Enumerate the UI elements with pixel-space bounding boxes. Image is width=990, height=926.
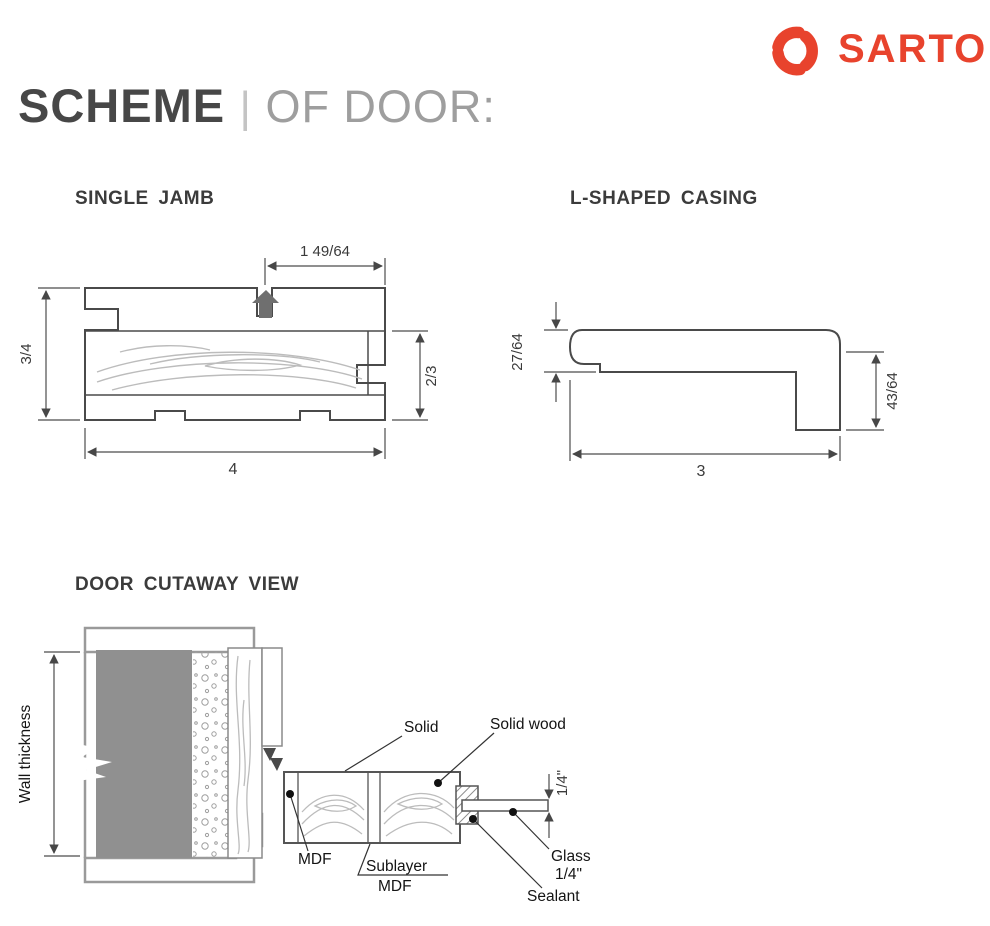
wall-thickness-label: Wall thickness bbox=[17, 705, 34, 804]
title-main: SCHEME bbox=[18, 79, 226, 132]
glass-size-label: 1/4" bbox=[555, 866, 582, 883]
door-stop bbox=[261, 647, 283, 747]
glass-thickness-label: 1/4" bbox=[554, 770, 571, 796]
jamb-profile-outline bbox=[84, 287, 386, 421]
title-divider: | bbox=[239, 83, 251, 132]
wall-break-symbol bbox=[70, 742, 112, 782]
cutaway-heading: DOOR CUTAWAY VIEW bbox=[75, 574, 300, 595]
foam-insulation bbox=[193, 652, 229, 857]
leader-lines bbox=[289, 732, 550, 889]
casing-dim-left-label: 27/64 bbox=[509, 333, 526, 371]
casing-dim-right-label: 43/64 bbox=[884, 372, 901, 410]
wall-section bbox=[96, 650, 192, 858]
jamb-dim-top-label: 1 49/64 bbox=[300, 243, 350, 260]
leader-dots bbox=[286, 779, 517, 823]
mdf-label: MDF bbox=[298, 851, 332, 868]
title-rest: OF DOOR: bbox=[265, 81, 496, 132]
l-casing-diagram: 27/64 43/64 3 bbox=[509, 302, 901, 480]
solid-wood-label: Solid wood bbox=[490, 716, 566, 733]
door-leaf bbox=[283, 771, 461, 844]
dimension-casing-right bbox=[846, 351, 884, 431]
sublayer-mdf-label: MDF bbox=[378, 878, 412, 895]
glass-label: Glass bbox=[551, 848, 591, 865]
single-jamb-heading: SINGLE JAMB bbox=[75, 188, 215, 209]
jamb-dim-bottom-label: 4 bbox=[229, 461, 238, 478]
jamb-layer-lines bbox=[85, 330, 385, 396]
dimension-jamb-left bbox=[38, 287, 80, 421]
stop-seal-wedges bbox=[263, 748, 283, 771]
jamb-board-grain bbox=[235, 655, 251, 855]
glass-pane bbox=[461, 799, 549, 812]
sarto-logo-icon bbox=[772, 26, 818, 76]
jamb-dim-right-label: 2/3 bbox=[423, 366, 440, 387]
solid-label: Solid bbox=[404, 719, 438, 736]
dimension-wall-thickness bbox=[44, 651, 80, 857]
dimension-jamb-bottom bbox=[84, 428, 386, 459]
single-jamb-diagram: 1 49/64 3/4 2/3 4 bbox=[18, 243, 440, 478]
cutaway-diagram: 1/4" Wall thickness Solid Solid wood MDF bbox=[17, 626, 591, 905]
casing-dim-bottom-label: 3 bbox=[697, 463, 706, 480]
l-casing-heading: L-SHAPED CASING bbox=[570, 188, 758, 209]
door-leaf-grain bbox=[301, 792, 455, 837]
jamb-dim-left-label: 3/4 bbox=[18, 344, 35, 365]
door-leaf-dividers bbox=[297, 772, 381, 843]
casing-profile-outline bbox=[568, 329, 841, 431]
dimension-jamb-top bbox=[264, 258, 386, 285]
brand-name: SARTO bbox=[838, 26, 988, 71]
page-title: SCHEME | OF DOOR: bbox=[18, 78, 496, 133]
sealant-label: Sealant bbox=[527, 888, 580, 905]
brand-logo: SARTO bbox=[760, 14, 987, 84]
dimension-jamb-right bbox=[392, 330, 428, 421]
dimension-casing-left bbox=[544, 302, 596, 402]
sublayer-label: Sublayer bbox=[366, 858, 427, 875]
jamb-wood-grain bbox=[96, 345, 363, 391]
jamb-seal bbox=[252, 290, 279, 318]
dimension-casing-bottom bbox=[569, 380, 841, 461]
